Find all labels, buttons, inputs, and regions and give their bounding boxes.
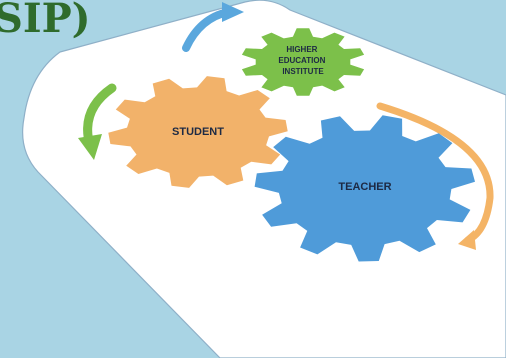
blue-arrow bbox=[182, 2, 244, 52]
gear-label-line: STUDENT bbox=[172, 126, 224, 138]
gear-teacher: TEACHER bbox=[254, 115, 475, 262]
svg-text:TEACHER: TEACHER bbox=[338, 181, 391, 193]
gear-student: STUDENT bbox=[108, 76, 288, 188]
gear-label-line: TEACHER bbox=[338, 181, 391, 193]
gear-higher-education: HIGHER EDUCATION INSTITUTE bbox=[241, 28, 365, 96]
gear-label-line: EDUCATION bbox=[278, 56, 325, 65]
green-arrow bbox=[78, 83, 117, 160]
title-fragment: SIP) bbox=[0, 0, 91, 42]
svg-text:STUDENT: STUDENT bbox=[172, 126, 224, 138]
gear-label-line: HIGHER bbox=[286, 45, 317, 54]
orange-arrow bbox=[376, 102, 494, 250]
gear-label-line: INSTITUTE bbox=[282, 67, 324, 76]
svg-text:HIGHER EDUCATION I: HIGHER EDUCATION INSTITUTE bbox=[278, 45, 327, 76]
